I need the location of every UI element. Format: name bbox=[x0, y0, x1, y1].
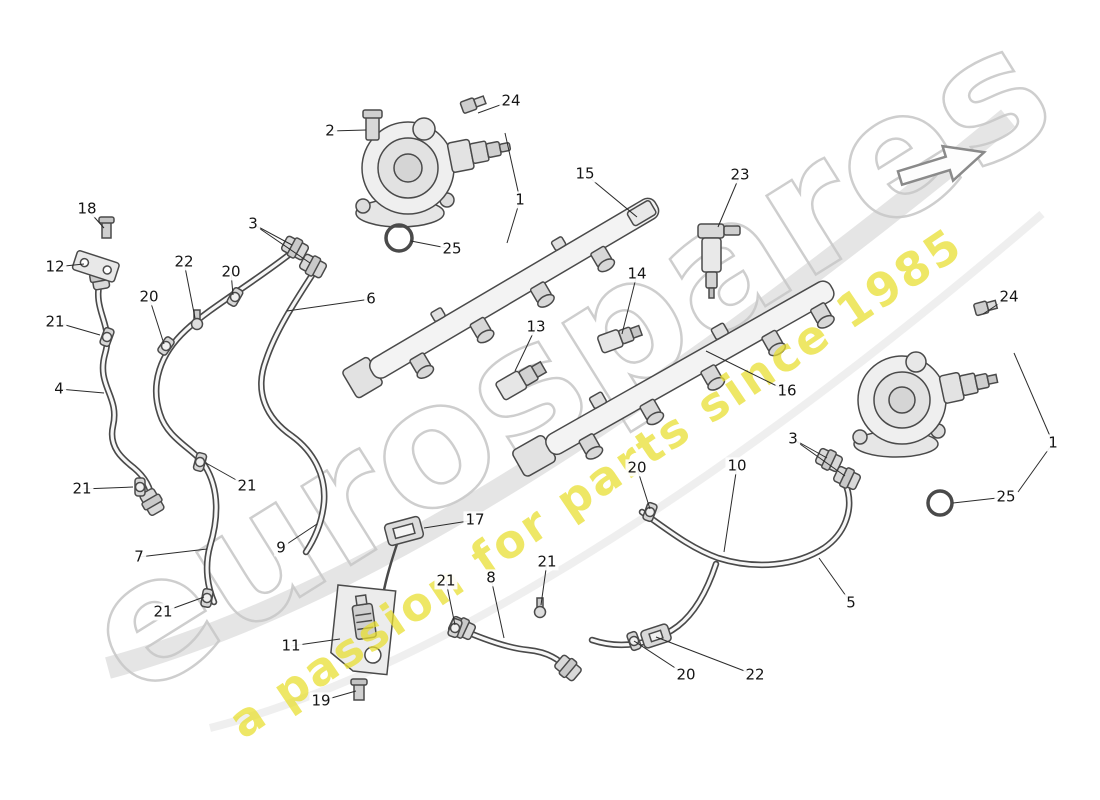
callout-9[interactable]: 9 bbox=[274, 538, 288, 557]
callout-21[interactable]: 21 bbox=[235, 476, 259, 495]
pump-damper bbox=[446, 138, 512, 173]
callout-16[interactable]: 16 bbox=[775, 381, 799, 400]
o-ring bbox=[926, 489, 954, 517]
callout-20[interactable]: 20 bbox=[219, 262, 243, 281]
callout-6[interactable]: 6 bbox=[364, 289, 378, 308]
callout-21[interactable]: 21 bbox=[151, 602, 175, 621]
callout-25[interactable]: 25 bbox=[440, 239, 464, 258]
callout-7[interactable]: 7 bbox=[132, 547, 146, 566]
fuel-rail-upper bbox=[342, 197, 660, 399]
callout-21[interactable]: 21 bbox=[43, 312, 67, 331]
mounting-bracket-small bbox=[71, 250, 120, 283]
callout-1[interactable]: 1 bbox=[1046, 433, 1060, 452]
callout-20[interactable]: 20 bbox=[137, 287, 161, 306]
callout-25[interactable]: 25 bbox=[994, 487, 1018, 506]
callout-3[interactable]: 3 bbox=[786, 429, 800, 448]
solenoid-valve bbox=[351, 594, 377, 641]
callout-17[interactable]: 17 bbox=[463, 510, 487, 529]
o-ring bbox=[384, 223, 414, 253]
callout-14[interactable]: 14 bbox=[625, 264, 649, 283]
parts-drawing bbox=[71, 95, 999, 701]
callout-18[interactable]: 18 bbox=[75, 199, 99, 218]
callout-21[interactable]: 21 bbox=[434, 571, 458, 590]
high-pressure-pump-right bbox=[852, 299, 999, 517]
callout-15[interactable]: 15 bbox=[573, 164, 597, 183]
callout-19[interactable]: 19 bbox=[309, 691, 333, 710]
connector-plug bbox=[383, 515, 425, 547]
callout-4[interactable]: 4 bbox=[52, 379, 66, 398]
callout-20[interactable]: 20 bbox=[625, 458, 649, 477]
callout-24[interactable]: 24 bbox=[997, 287, 1021, 306]
bolt bbox=[459, 95, 487, 114]
callout-2[interactable]: 2 bbox=[323, 121, 337, 140]
callout-21[interactable]: 21 bbox=[535, 552, 559, 571]
callout-20[interactable]: 20 bbox=[674, 665, 698, 684]
callout-8[interactable]: 8 bbox=[484, 568, 498, 587]
callout-21[interactable]: 21 bbox=[70, 479, 94, 498]
fuel-lines bbox=[95, 246, 853, 672]
callout-1[interactable]: 1 bbox=[513, 190, 527, 209]
callout-22[interactable]: 22 bbox=[172, 252, 196, 271]
callout-3[interactable]: 3 bbox=[246, 214, 260, 233]
callout-12[interactable]: 12 bbox=[43, 257, 67, 276]
direction-arrow-icon bbox=[896, 144, 987, 187]
callout-24[interactable]: 24 bbox=[499, 91, 523, 110]
pump-damper bbox=[938, 371, 999, 404]
callout-11[interactable]: 11 bbox=[279, 636, 303, 655]
callout-22[interactable]: 22 bbox=[743, 665, 767, 684]
high-pressure-pump-top bbox=[355, 95, 512, 253]
callout-10[interactable]: 10 bbox=[725, 456, 749, 475]
pump-bolt bbox=[362, 109, 383, 141]
callout-23[interactable]: 23 bbox=[728, 165, 752, 184]
fuel-injector bbox=[697, 223, 741, 299]
callout-5[interactable]: 5 bbox=[844, 593, 858, 612]
callout-13[interactable]: 13 bbox=[524, 317, 548, 336]
bolt bbox=[350, 678, 368, 701]
